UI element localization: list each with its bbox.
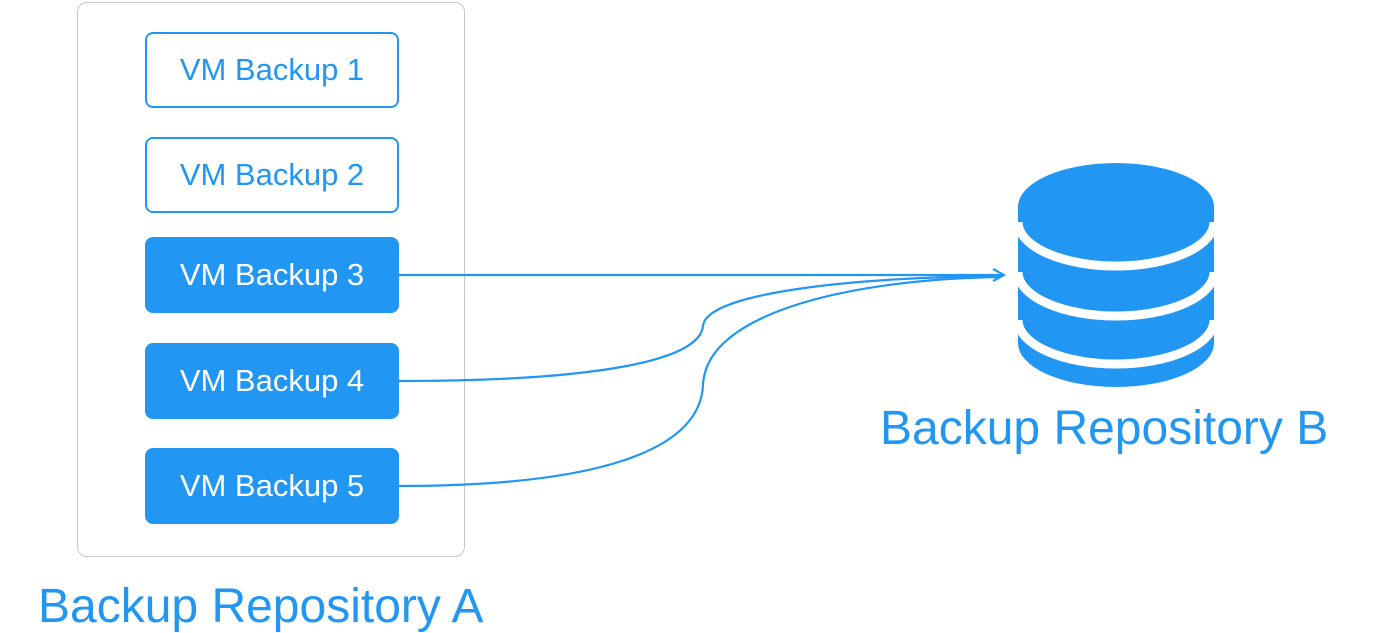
connector-backup-4 bbox=[398, 274, 1001, 383]
vm-backup-3-label: VM Backup 3 bbox=[179, 257, 365, 292]
vm-backup-2-box[interactable]: VM Backup 2 bbox=[145, 137, 399, 213]
vm-backup-3-box[interactable]: VM Backup 3 bbox=[145, 237, 399, 313]
vm-backup-4-box[interactable]: VM Backup 4 bbox=[145, 343, 399, 419]
vm-backup-1-box[interactable]: VM Backup 1 bbox=[145, 32, 399, 108]
vm-backup-2-label: VM Backup 2 bbox=[179, 157, 365, 192]
repository-a-label: Backup Repository A bbox=[38, 580, 484, 633]
vm-backup-5-label: VM Backup 5 bbox=[179, 468, 365, 503]
vm-backup-4-label: VM Backup 4 bbox=[179, 363, 365, 398]
vm-backup-5-box[interactable]: VM Backup 5 bbox=[145, 448, 399, 524]
repository-b-label: Backup Repository B bbox=[880, 402, 1329, 455]
vm-backup-1-label: VM Backup 1 bbox=[179, 52, 365, 87]
database-icon bbox=[1013, 163, 1219, 387]
